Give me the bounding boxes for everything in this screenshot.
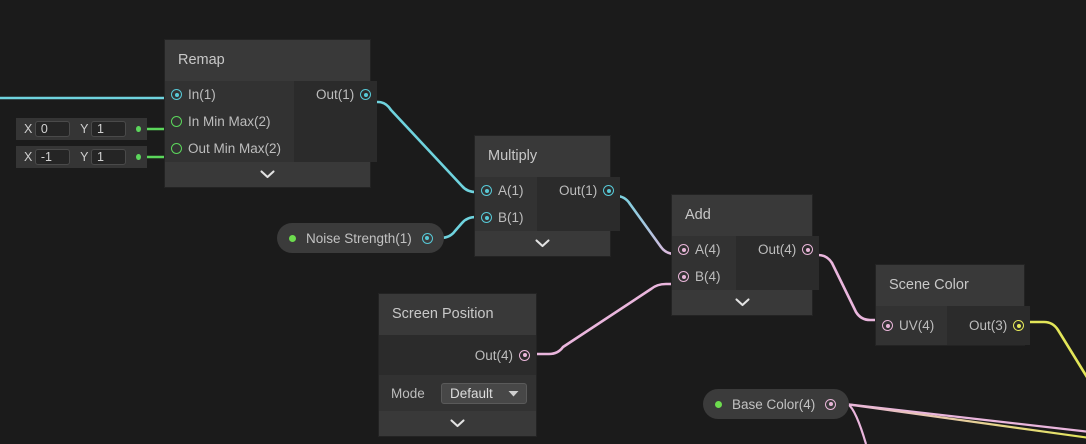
node-add-outputs: Out(4) bbox=[736, 236, 820, 290]
in-max-y-input[interactable]: 1 bbox=[91, 121, 127, 137]
port-out-out[interactable]: Out(1) bbox=[294, 81, 377, 108]
port-label: B(1) bbox=[498, 210, 524, 225]
property-label: Noise Strength(1) bbox=[306, 230, 412, 246]
port-dot-pink-icon[interactable] bbox=[678, 244, 689, 255]
caret-down-icon bbox=[508, 390, 519, 396]
port-dot-cyan-icon[interactable] bbox=[360, 89, 372, 100]
node-remap-title[interactable]: Remap bbox=[165, 40, 370, 81]
chevron-down-icon bbox=[535, 239, 550, 248]
out-min-x-input[interactable]: -1 bbox=[34, 149, 71, 165]
property-label: Base Color(4) bbox=[732, 396, 816, 412]
axis-label-y: Y bbox=[80, 150, 89, 164]
node-add-title[interactable]: Add bbox=[672, 195, 812, 236]
chevron-down-icon bbox=[260, 170, 275, 179]
property-noise-strength[interactable]: Noise Strength(1) bbox=[277, 223, 444, 253]
mode-dropdown-value: Default bbox=[450, 385, 493, 401]
node-screen-position-expander[interactable] bbox=[379, 411, 536, 436]
port-in-a[interactable]: A(4) bbox=[672, 236, 736, 263]
port-in-uv[interactable]: UV(4) bbox=[876, 306, 947, 345]
property-color-dot-icon bbox=[715, 400, 722, 408]
port-in-in[interactable]: In(1) bbox=[165, 81, 294, 108]
port-dot-pink-icon[interactable] bbox=[825, 398, 837, 410]
node-scene-color-inputs: UV(4) bbox=[876, 306, 947, 345]
node-remap-expander[interactable] bbox=[165, 162, 370, 187]
property-base-color[interactable]: Base Color(4) bbox=[703, 389, 849, 419]
port-dot-cyan-icon[interactable] bbox=[481, 185, 492, 196]
port-label: A(1) bbox=[498, 183, 524, 198]
node-multiply-outputs: Out(1) bbox=[537, 177, 621, 231]
port-out-out[interactable]: Out(4) bbox=[379, 335, 536, 375]
port-dot-cyan-icon[interactable] bbox=[481, 212, 492, 223]
wire-base-color-to-offscreen-c bbox=[847, 403, 868, 444]
out-max-y-input[interactable]: 1 bbox=[91, 149, 127, 165]
property-color-dot-icon bbox=[289, 234, 296, 242]
port-dot-pink-icon[interactable] bbox=[882, 320, 893, 331]
port-dot-pink-icon[interactable] bbox=[519, 349, 530, 361]
chevron-down-icon bbox=[450, 419, 465, 428]
port-label: Out(1) bbox=[559, 183, 598, 198]
node-remap[interactable]: Remap In(1) In Min Max(2) Out Min Max(2) bbox=[165, 40, 378, 187]
in-min-x-input[interactable]: 0 bbox=[34, 121, 71, 137]
port-out-out[interactable]: Out(1) bbox=[537, 177, 620, 204]
in-min-max-vector-field[interactable]: X 0 Y 1 bbox=[16, 118, 147, 140]
mode-label: Mode bbox=[391, 385, 425, 401]
node-add-inputs: A(4) B(4) bbox=[672, 236, 736, 290]
port-in-b[interactable]: B(4) bbox=[672, 263, 736, 290]
node-remap-outputs: Out(1) bbox=[294, 81, 378, 162]
port-dot-cyan-icon[interactable] bbox=[171, 89, 182, 100]
port-label: In Min Max(2) bbox=[188, 114, 271, 129]
out-min-max-vector-field[interactable]: X -1 Y 1 bbox=[16, 146, 147, 168]
node-add[interactable]: Add A(4) B(4) Out(4) bbox=[672, 195, 820, 315]
node-multiply[interactable]: Multiply A(1) B(1) Out(1) bbox=[475, 136, 621, 256]
port-in-out-min-max[interactable]: Out Min Max(2) bbox=[165, 135, 294, 162]
wire-screen-position-out-to-add-b bbox=[527, 282, 686, 356]
axis-label-x: X bbox=[24, 150, 33, 164]
port-label: In(1) bbox=[188, 87, 216, 102]
axis-label-y: Y bbox=[80, 122, 89, 136]
axis-label-x: X bbox=[24, 122, 33, 136]
port-label: Out(4) bbox=[758, 242, 797, 257]
node-multiply-expander[interactable] bbox=[475, 231, 610, 256]
port-dot-cyan-icon[interactable] bbox=[603, 185, 615, 196]
port-dot-green-icon[interactable] bbox=[171, 116, 182, 127]
node-screen-position[interactable]: Screen Position Out(4) Mode Default bbox=[379, 294, 536, 436]
port-label: B(4) bbox=[695, 269, 721, 284]
port-label: A(4) bbox=[695, 242, 721, 257]
chevron-down-icon bbox=[734, 298, 750, 307]
port-label: Out(3) bbox=[969, 318, 1008, 333]
node-screen-position-title[interactable]: Screen Position bbox=[379, 294, 536, 335]
port-in-in-min-max[interactable]: In Min Max(2) bbox=[165, 108, 294, 135]
node-remap-inputs: In(1) In Min Max(2) Out Min Max(2) bbox=[165, 81, 294, 162]
mode-dropdown[interactable]: Default bbox=[441, 382, 527, 404]
in-min-max-connector-dot[interactable] bbox=[136, 126, 141, 132]
out-min-max-connector-dot[interactable] bbox=[136, 154, 141, 160]
node-scene-color[interactable]: Scene Color UV(4) Out(3) bbox=[876, 265, 1031, 345]
wire-remap-out-to-multiply-a bbox=[361, 100, 487, 194]
port-label: Out Min Max(2) bbox=[188, 141, 282, 156]
node-multiply-title[interactable]: Multiply bbox=[475, 136, 610, 177]
port-dot-pink-icon[interactable] bbox=[802, 244, 814, 255]
port-dot-yellow-icon[interactable] bbox=[1013, 320, 1025, 331]
port-label: Out(1) bbox=[316, 87, 355, 102]
node-scene-color-title[interactable]: Scene Color bbox=[876, 265, 1024, 306]
wire-base-color-to-offscreen-a bbox=[844, 402, 1086, 433]
screen-position-mode-row: Mode Default bbox=[379, 375, 536, 411]
node-scene-color-outputs: Out(3) bbox=[947, 306, 1031, 345]
port-in-b[interactable]: B(1) bbox=[475, 204, 537, 231]
port-dot-pink-icon[interactable] bbox=[678, 271, 689, 282]
node-add-expander[interactable] bbox=[672, 290, 812, 315]
port-dot-cyan-icon[interactable] bbox=[421, 232, 433, 244]
port-in-a[interactable]: A(1) bbox=[475, 177, 537, 204]
port-label: UV(4) bbox=[899, 318, 935, 333]
port-label: Out(4) bbox=[474, 347, 513, 363]
port-out-out[interactable]: Out(3) bbox=[947, 306, 1030, 345]
wire-base-color-to-offscreen-b bbox=[844, 402, 1086, 439]
node-multiply-inputs: A(1) B(1) bbox=[475, 177, 537, 231]
port-out-out[interactable]: Out(4) bbox=[736, 236, 819, 263]
port-dot-green-icon[interactable] bbox=[171, 143, 182, 154]
node-screen-position-outputs: Out(4) bbox=[379, 335, 536, 375]
